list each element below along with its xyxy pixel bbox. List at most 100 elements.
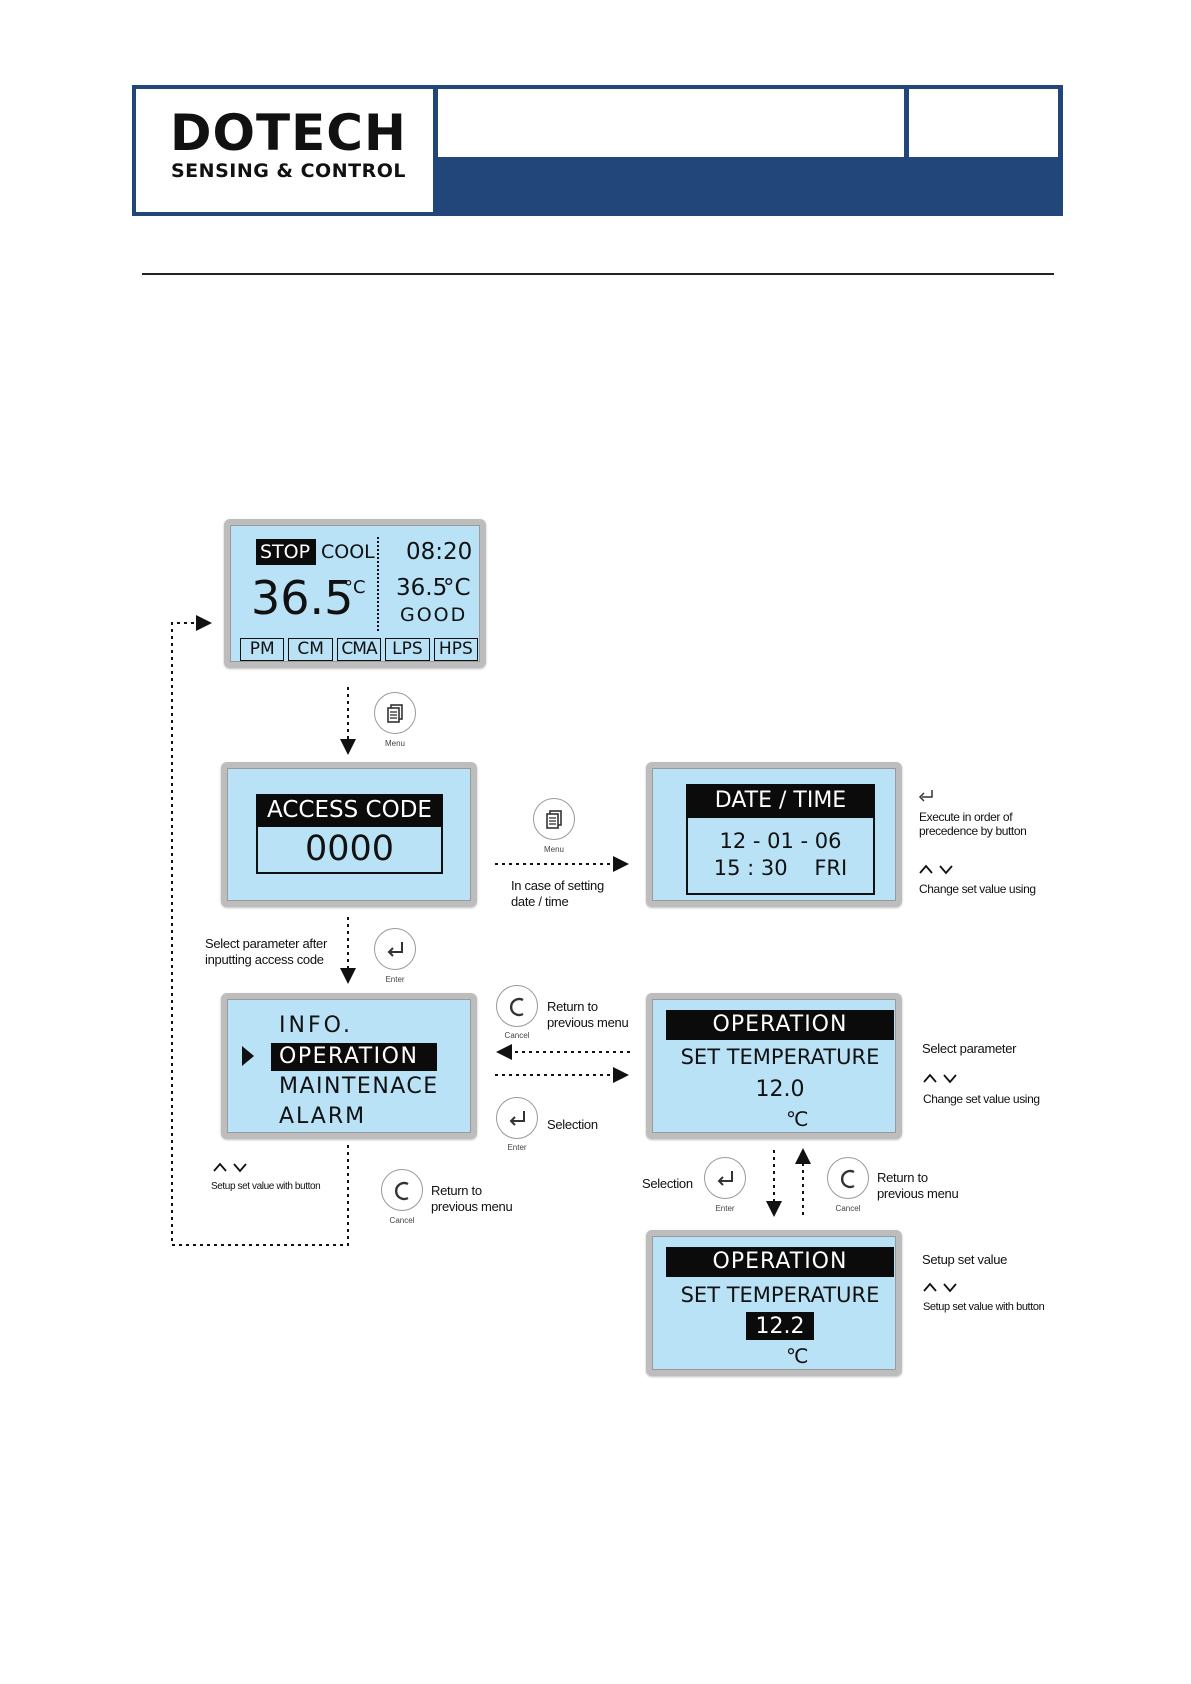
op-title-bar [666,1010,894,1040]
up-down-arrows-icon [923,1073,957,1084]
menu-icon [546,810,562,829]
cancel-button-edit[interactable] [827,1157,869,1199]
note-select-parameter: Select parameter [922,1041,1017,1056]
note-execute-2: precedence by button [919,824,1027,838]
enter-edit-caption: Enter [715,1204,735,1213]
menu-highlight [271,1043,437,1071]
cancel-icon [841,1169,855,1189]
note-return-1: Return to [547,999,598,1014]
cancel-edit-caption: Cancel [835,1204,861,1213]
header-page-box [909,89,1058,157]
note-return-menu-1: Return to [431,1183,482,1198]
date-title-bar [686,784,875,818]
access-title-bar [256,794,443,827]
clock-label: 08:20 [406,539,473,565]
cancel-icon [510,997,524,1017]
enter-button-op[interactable] [496,1097,538,1139]
lcd-menu-screen: INFO. OPERATION MAINTENACE ALARM [221,993,477,1139]
brand-tagline: SENSING & CONTROL [171,160,406,182]
note-return-menu-2: previous menu [431,1199,513,1214]
edit-title: OPERATION [712,1249,848,1274]
menu-item-info[interactable]: INFO. [279,1013,354,1038]
logo-box [136,89,433,212]
soft-key-hps[interactable]: HPS [433,638,479,661]
note-return-edit-2: previous menu [877,1186,959,1201]
cancel-button-menu[interactable] [381,1169,423,1211]
lcd-operation-screen: OPERATION SET TEMPERATURE 12.0 ℃ [646,993,902,1139]
lcd-access-screen: ACCESS CODE 0000 [221,762,477,907]
mode-cool-label: COOL [321,541,375,563]
note-setup-set-value: Setup set value [922,1252,1008,1267]
soft-key-pm[interactable]: PM [240,638,285,661]
big-temp-value: 36.5 [251,571,354,625]
enter-op-caption: Enter [507,1143,527,1152]
access-title: ACCESS CODE [267,797,432,823]
cancel-icon [395,1181,409,1201]
soft-key-cma[interactable]: CMA [336,638,382,661]
menu-button[interactable] [374,692,416,734]
set-temp-unit: °C [443,575,471,601]
note-return-2: previous menu [547,1015,629,1030]
note-select-param-1: Select parameter after [205,936,328,951]
edit-value-highlight [746,1312,814,1340]
note-setup-with-button-2: Setup set value with button [923,1301,1045,1313]
note-setup-with-button: Setup set value with button [211,1181,321,1192]
up-down-arrows-icon [919,864,953,875]
menu-button-date[interactable] [533,798,575,840]
op-title: OPERATION [712,1012,848,1037]
enter-icon [509,1111,525,1126]
stop-badge [256,539,316,565]
up-down-arrows-icon [213,1162,247,1173]
brand-logo-text: DOTECH [170,104,407,162]
edit-param: SET TEMPERATURE [680,1283,880,1307]
note-select-param-2: inputting access code [205,952,324,967]
lcd-divider [377,537,379,631]
menu-item-alarm[interactable]: ALARM [279,1104,367,1129]
enter-button-edit[interactable] [704,1157,746,1199]
note-date-case-2: date / time [511,894,569,909]
set-temp-value: 36.5 [396,575,448,601]
note-selection: Selection [547,1117,598,1132]
date-title: DATE / TIME [714,788,847,813]
enter-icon [717,1171,733,1186]
up-down-arrows-icon [923,1282,957,1293]
note-date-case-1: In case of setting [511,878,604,893]
note-change-set-value: Change set value using [919,882,1036,896]
menu-date-caption: Menu [543,845,564,854]
edit-unit: ℃ [786,1344,809,1368]
menu-item-maintenance[interactable]: MAINTENACE [279,1074,439,1099]
edit-value[interactable]: 12.2 [755,1314,805,1339]
menu-button-caption: Menu [384,739,405,748]
status-label: GOOD [400,604,468,626]
cancel-menu-caption: Cancel [389,1216,415,1225]
note-return-edit-1: Return to [877,1170,928,1185]
edit-title-bar [666,1247,894,1277]
lcd-main-screen: STOP COOL 08:20 36.5 °C 36.5 °C GOOD PM … [224,519,486,668]
access-code-value[interactable]: 0000 [304,829,395,869]
note-change-set-value-2: Change set value using [923,1092,1040,1106]
header-divider [142,273,1054,275]
soft-key-cm[interactable]: CM [288,638,333,661]
date-value: 12 - 01 - 06 [719,829,842,853]
selection-pointer-icon [242,1046,254,1066]
soft-key-row: PM CM CMA LPS HPS [240,638,479,661]
mode-stop-label: STOP [260,541,311,563]
op-value[interactable]: 12.0 [755,1077,805,1102]
soft-key-lps[interactable]: LPS [385,638,430,661]
header-title-box [438,89,904,157]
enter-button[interactable] [374,928,416,970]
enter-button-caption: Enter [385,975,405,984]
enter-icon [387,942,403,957]
op-unit: ℃ [786,1107,809,1131]
menu-item-operation[interactable]: OPERATION [279,1044,419,1069]
lcd-date-screen: DATE / TIME 12 - 01 - 06 15 : 30 FRI [646,762,902,907]
time-value: 15 : 30 FRI [713,856,848,880]
menu-icon [387,704,403,723]
lcd-operation-edit-screen: OPERATION SET TEMPERATURE 12.2 ℃ [646,1230,902,1376]
enter-icon [918,790,933,802]
note-execute-1: Execute in order of [919,810,1013,824]
op-param: SET TEMPERATURE [680,1045,880,1069]
cancel-button[interactable] [496,985,538,1027]
cancel-button-caption: Cancel [504,1031,530,1040]
